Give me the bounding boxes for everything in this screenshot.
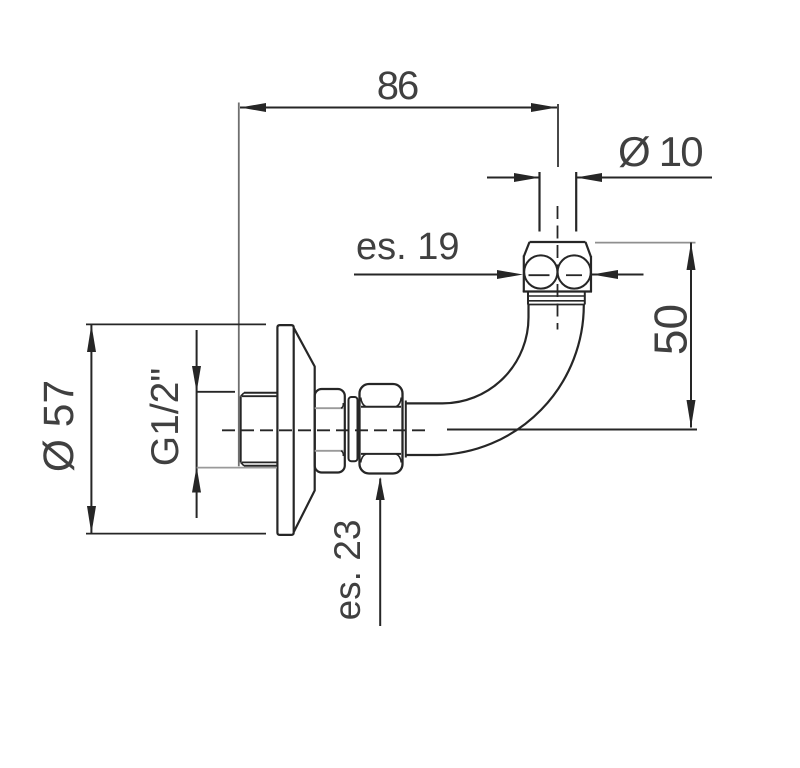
svg-text:50: 50 [645,304,697,355]
svg-text:es. 19: es. 19 [356,226,460,268]
svg-text:Ø 10: Ø 10 [618,128,702,175]
svg-text:es. 23: es. 23 [327,520,368,621]
svg-text:G1/2": G1/2" [144,368,187,466]
svg-text:Ø 57: Ø 57 [36,380,83,472]
svg-text:86: 86 [377,64,418,108]
